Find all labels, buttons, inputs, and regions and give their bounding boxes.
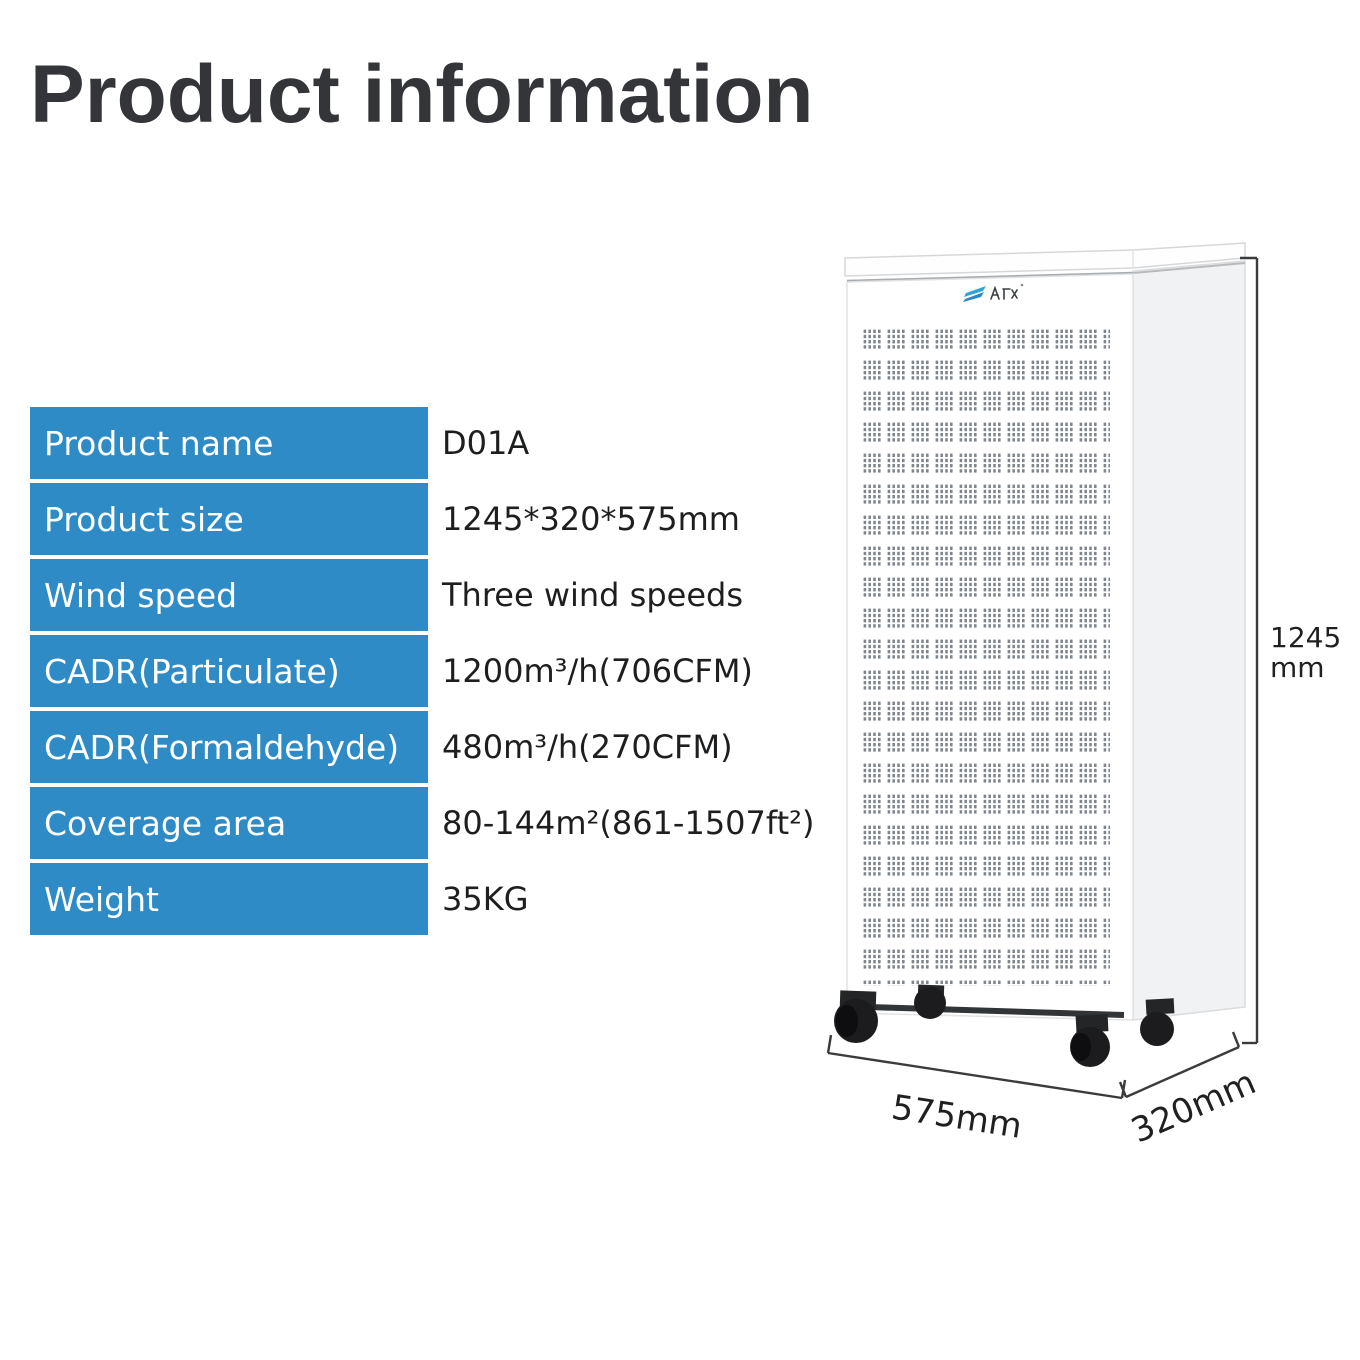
spec-value-weight: 35KG [442,880,529,918]
air-purifier-image: 1245 mm 575mm 320mm [826,242,1341,1151]
spec-value-wind-speed: Three wind speeds [442,576,743,614]
width-dimension-label: 575mm [889,1087,1025,1146]
caster-wheel-front-left [834,990,878,1043]
caster-wheel-rear-right [1140,998,1175,1046]
lid-shadow-front [846,271,1134,283]
height-dimension-line [1240,256,1259,1045]
page-title: Product information [30,49,814,140]
table-row: Product name D01A [30,407,840,479]
perforated-grille [860,318,1110,986]
height-dimension-value: 1245 [1270,621,1341,654]
caster-wheel-rear-left [914,984,946,1019]
spec-value-product-name: D01A [442,424,530,462]
spec-value-cadr-formaldehyde: 480m³/h(270CFM) [442,728,733,766]
spec-label-wind-speed: Wind speed [30,559,428,631]
spec-label-coverage-area: Coverage area [30,787,428,859]
spec-label-weight: Weight [30,863,428,935]
spec-label-cadr-formaldehyde: CADR(Formaldehyde) [30,711,428,783]
depth-dimension-line [1118,1031,1241,1099]
spec-label-product-size: Product size [30,483,428,555]
spec-table: Product name D01A Product size 1245*320*… [30,407,840,939]
purifier-underside-shadow [867,1004,1125,1018]
lid-shadow-side [1132,262,1246,274]
table-row: Wind speed Three wind speeds [30,559,840,631]
caster-wheel-front-right [1070,1014,1110,1067]
table-row: CADR(Particulate) 1200m³/h(706CFM) [30,635,840,707]
product-figure: 1245 mm 575mm 320mm [790,235,1360,1155]
depth-dimension-label: 320mm [1126,1062,1262,1151]
spec-value-coverage-area: 80-144m²(861-1507ft²) [442,804,815,842]
purifier-side-panel [1132,260,1246,1021]
spec-label-cadr-particulate: CADR(Particulate) [30,635,428,707]
spec-value-product-size: 1245*320*575mm [442,500,740,538]
table-row: Coverage area 80-144m²(861-1507ft²) [30,787,840,859]
height-dimension-unit: mm [1270,651,1325,684]
brand-logo [963,283,1024,302]
table-row: Product size 1245*320*575mm [30,483,840,555]
spec-label-product-name: Product name [30,407,428,479]
table-row: CADR(Formaldehyde) 480m³/h(270CFM) [30,711,840,783]
spec-value-cadr-particulate: 1200m³/h(706CFM) [442,652,753,690]
table-row: Weight 35KG [30,863,840,935]
